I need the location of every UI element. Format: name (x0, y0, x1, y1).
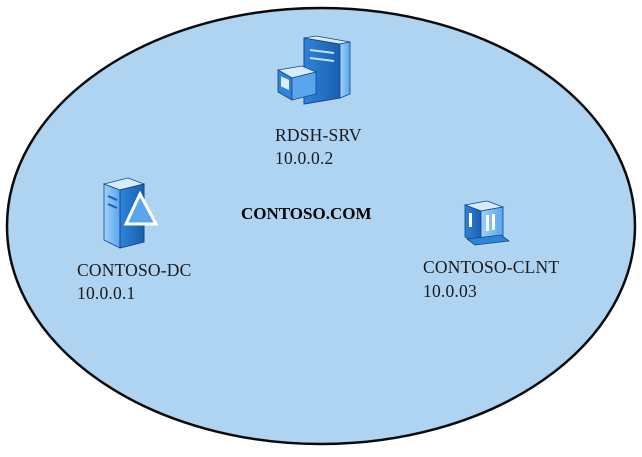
domain-boundary (5, 6, 637, 446)
rdsh-srv-ip: 10.0.0.2 (275, 148, 334, 168)
contoso-clnt-ip: 10.0.03 (423, 281, 477, 301)
contoso-clnt-hostname: CONTOSO-CLNT (423, 257, 560, 277)
server-icon (276, 35, 351, 105)
contoso-dc-ip: 10.0.0.1 (77, 283, 136, 303)
client-computer-icon (463, 200, 511, 246)
domain-controller-icon (102, 177, 159, 249)
rdsh-srv-hostname: RDSH-SRV (275, 125, 362, 145)
domain-name-label: CONTOSO.COM (241, 204, 372, 223)
contoso-dc-hostname: CONTOSO-DC (77, 260, 192, 280)
